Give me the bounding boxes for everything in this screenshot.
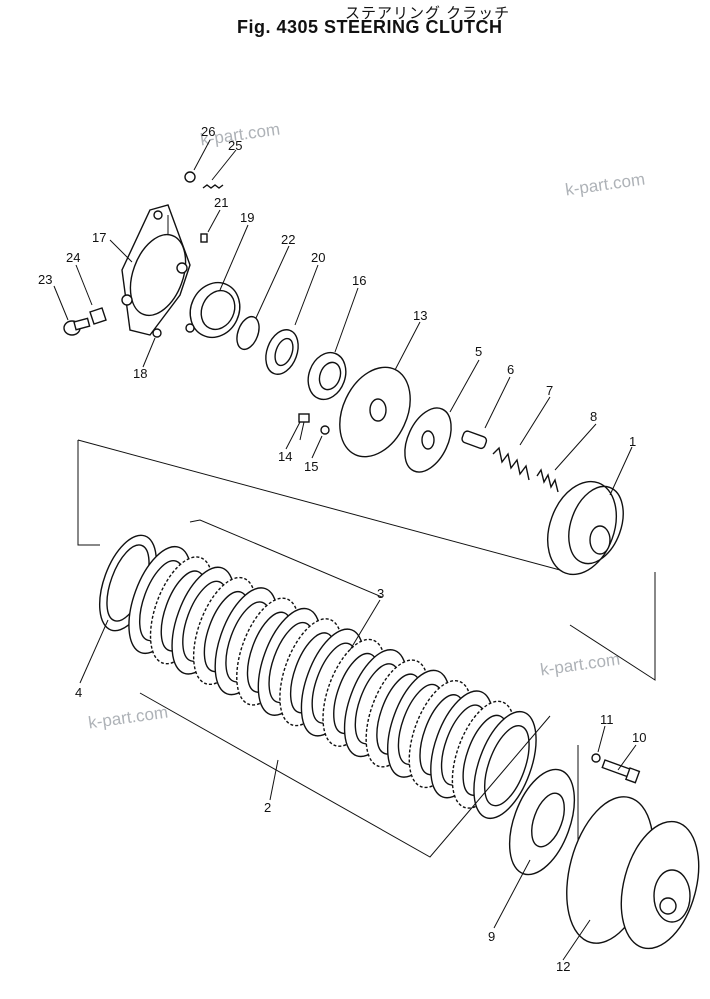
part-17-bracket bbox=[121, 204, 191, 336]
callout-11: 11 bbox=[600, 712, 614, 727]
callout-12: 12 bbox=[556, 959, 570, 974]
part-1-hub bbox=[547, 480, 624, 576]
part-8-spring bbox=[536, 468, 559, 493]
part-23-bolt bbox=[63, 317, 91, 336]
part-22-snap-ring bbox=[236, 315, 260, 351]
part-10-bolt bbox=[601, 759, 641, 784]
callout-10: 10 bbox=[632, 730, 646, 745]
part-12-drum bbox=[566, 796, 700, 950]
part-6-pin bbox=[461, 430, 488, 450]
part-20-seal bbox=[265, 329, 299, 375]
callout-8: 8 bbox=[590, 409, 597, 424]
callout-19: 19 bbox=[240, 210, 254, 225]
title-japanese: ステアリング クラッチ bbox=[345, 5, 511, 22]
part-14-bolt bbox=[298, 413, 310, 441]
leader-lines bbox=[53, 139, 637, 961]
figure-title: Fig. 4305 STEERING CLUTCH bbox=[237, 17, 503, 37]
callout-18: 18 bbox=[133, 366, 147, 381]
callout-3: 3 bbox=[377, 586, 384, 601]
part-18-plug bbox=[152, 328, 162, 338]
callout-9: 9 bbox=[488, 929, 495, 944]
callout-21: 21 bbox=[214, 195, 228, 210]
callout-6: 6 bbox=[507, 362, 514, 377]
callout-25: 25 bbox=[228, 138, 242, 153]
part-21-pin bbox=[200, 233, 208, 243]
part-7-spring bbox=[492, 446, 530, 481]
part-11-washer bbox=[591, 753, 601, 763]
callout-17: 17 bbox=[92, 230, 106, 245]
bracket-line-3 bbox=[189, 519, 383, 598]
part-25-spring bbox=[202, 184, 224, 189]
callout-15: 15 bbox=[304, 459, 318, 474]
callout-26: 26 bbox=[201, 124, 215, 139]
bracket-line-2 bbox=[139, 692, 551, 858]
bracket-line-top bbox=[77, 439, 561, 571]
part-19-cap bbox=[185, 281, 241, 339]
part-15-washer bbox=[320, 425, 330, 435]
clutch-disc-bore bbox=[483, 725, 530, 807]
callout-20: 20 bbox=[311, 250, 325, 265]
part-26-nut bbox=[184, 171, 196, 183]
part-24-washer bbox=[89, 307, 107, 325]
bracket-line-4 bbox=[77, 440, 100, 546]
callout-23: 23 bbox=[38, 272, 52, 287]
callout-labels: 1 2 3 4 5 6 7 8 9 10 11 12 13 14 15 16 1… bbox=[38, 124, 646, 974]
clutch-disc bbox=[473, 710, 537, 820]
callout-4: 4 bbox=[75, 685, 82, 700]
callout-5: 5 bbox=[475, 344, 482, 359]
callout-7: 7 bbox=[546, 383, 553, 398]
part-2-3-clutch-plates bbox=[128, 545, 537, 820]
callout-22: 22 bbox=[281, 232, 295, 247]
callout-16: 16 bbox=[352, 273, 366, 288]
callout-2: 2 bbox=[264, 800, 271, 815]
callout-1: 1 bbox=[629, 434, 636, 449]
bracket-line-right bbox=[569, 572, 656, 681]
part-5-disc bbox=[404, 407, 452, 473]
callout-13: 13 bbox=[413, 308, 427, 323]
part-16-hub-ring bbox=[307, 351, 347, 401]
callout-14: 14 bbox=[278, 449, 292, 464]
callout-24: 24 bbox=[66, 250, 80, 265]
